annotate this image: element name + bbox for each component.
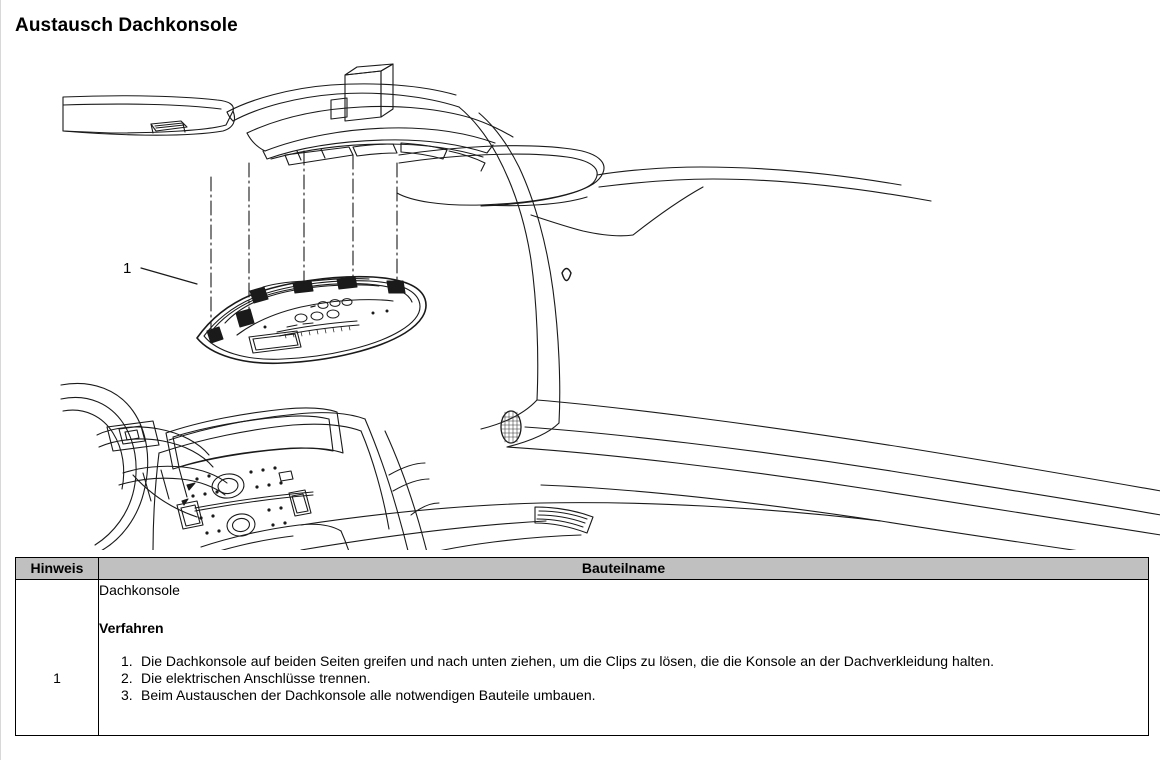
procedure-table: Hinweis Bauteilname 1 Dachkonsole Verfah… — [15, 557, 1149, 736]
column-header-bauteilname: Bauteilname — [98, 557, 1149, 580]
technical-illustration: 1 — [1, 55, 1160, 550]
page-title: Austausch Dachkonsole — [15, 15, 238, 36]
cell-bauteilname: Dachkonsole Verfahren Die Dachkonsole au… — [98, 579, 1149, 736]
procedure-steps-list: Die Dachkonsole auf beiden Seiten greife… — [99, 653, 1148, 704]
column-header-hinweis: Hinweis — [15, 557, 99, 580]
hinweis-number: 1 — [53, 670, 61, 686]
procedure-step: Die elektrischen Anschlüsse trennen. — [121, 670, 371, 687]
callout-label-1: 1 — [123, 260, 131, 277]
roof-console-line-drawing: 1 — [60, 63, 1160, 550]
procedure-step: Beim Austauschen der Dachkonsole alle no… — [121, 687, 596, 704]
table-header-row: Hinweis Bauteilname — [15, 557, 1149, 580]
procedure-heading: Verfahren — [99, 620, 164, 636]
cell-hinweis: 1 — [15, 579, 99, 736]
table-row: 1 Dachkonsole Verfahren Die Dachkonsole … — [15, 579, 1149, 736]
procedure-step: Die Dachkonsole auf beiden Seiten greife… — [121, 653, 995, 670]
part-name: Dachkonsole — [99, 582, 180, 598]
